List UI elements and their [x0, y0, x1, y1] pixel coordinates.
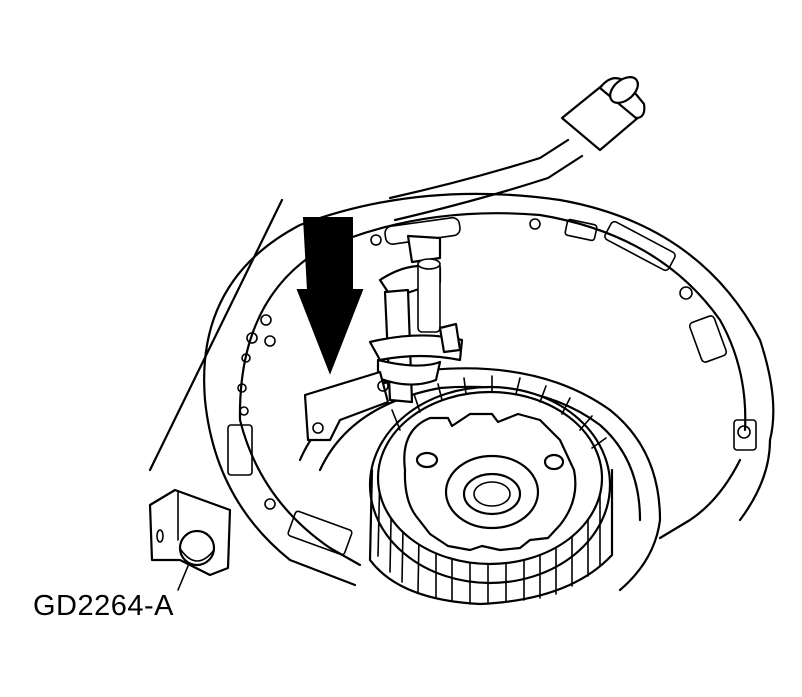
- down-arrow-indicator: [296, 217, 364, 375]
- ring-bolt-holes: [237, 218, 751, 510]
- extension-rod: [148, 76, 646, 472]
- valve-shaft-assembly: [303, 234, 464, 442]
- callout-leader-line: [177, 565, 189, 591]
- mounting-bracket: [148, 488, 232, 577]
- case-outer-ring: [203, 192, 775, 587]
- figure-code-label: GD2264-A: [33, 590, 175, 622]
- hub-plate: [403, 412, 577, 552]
- ring-port-slots: [227, 216, 757, 556]
